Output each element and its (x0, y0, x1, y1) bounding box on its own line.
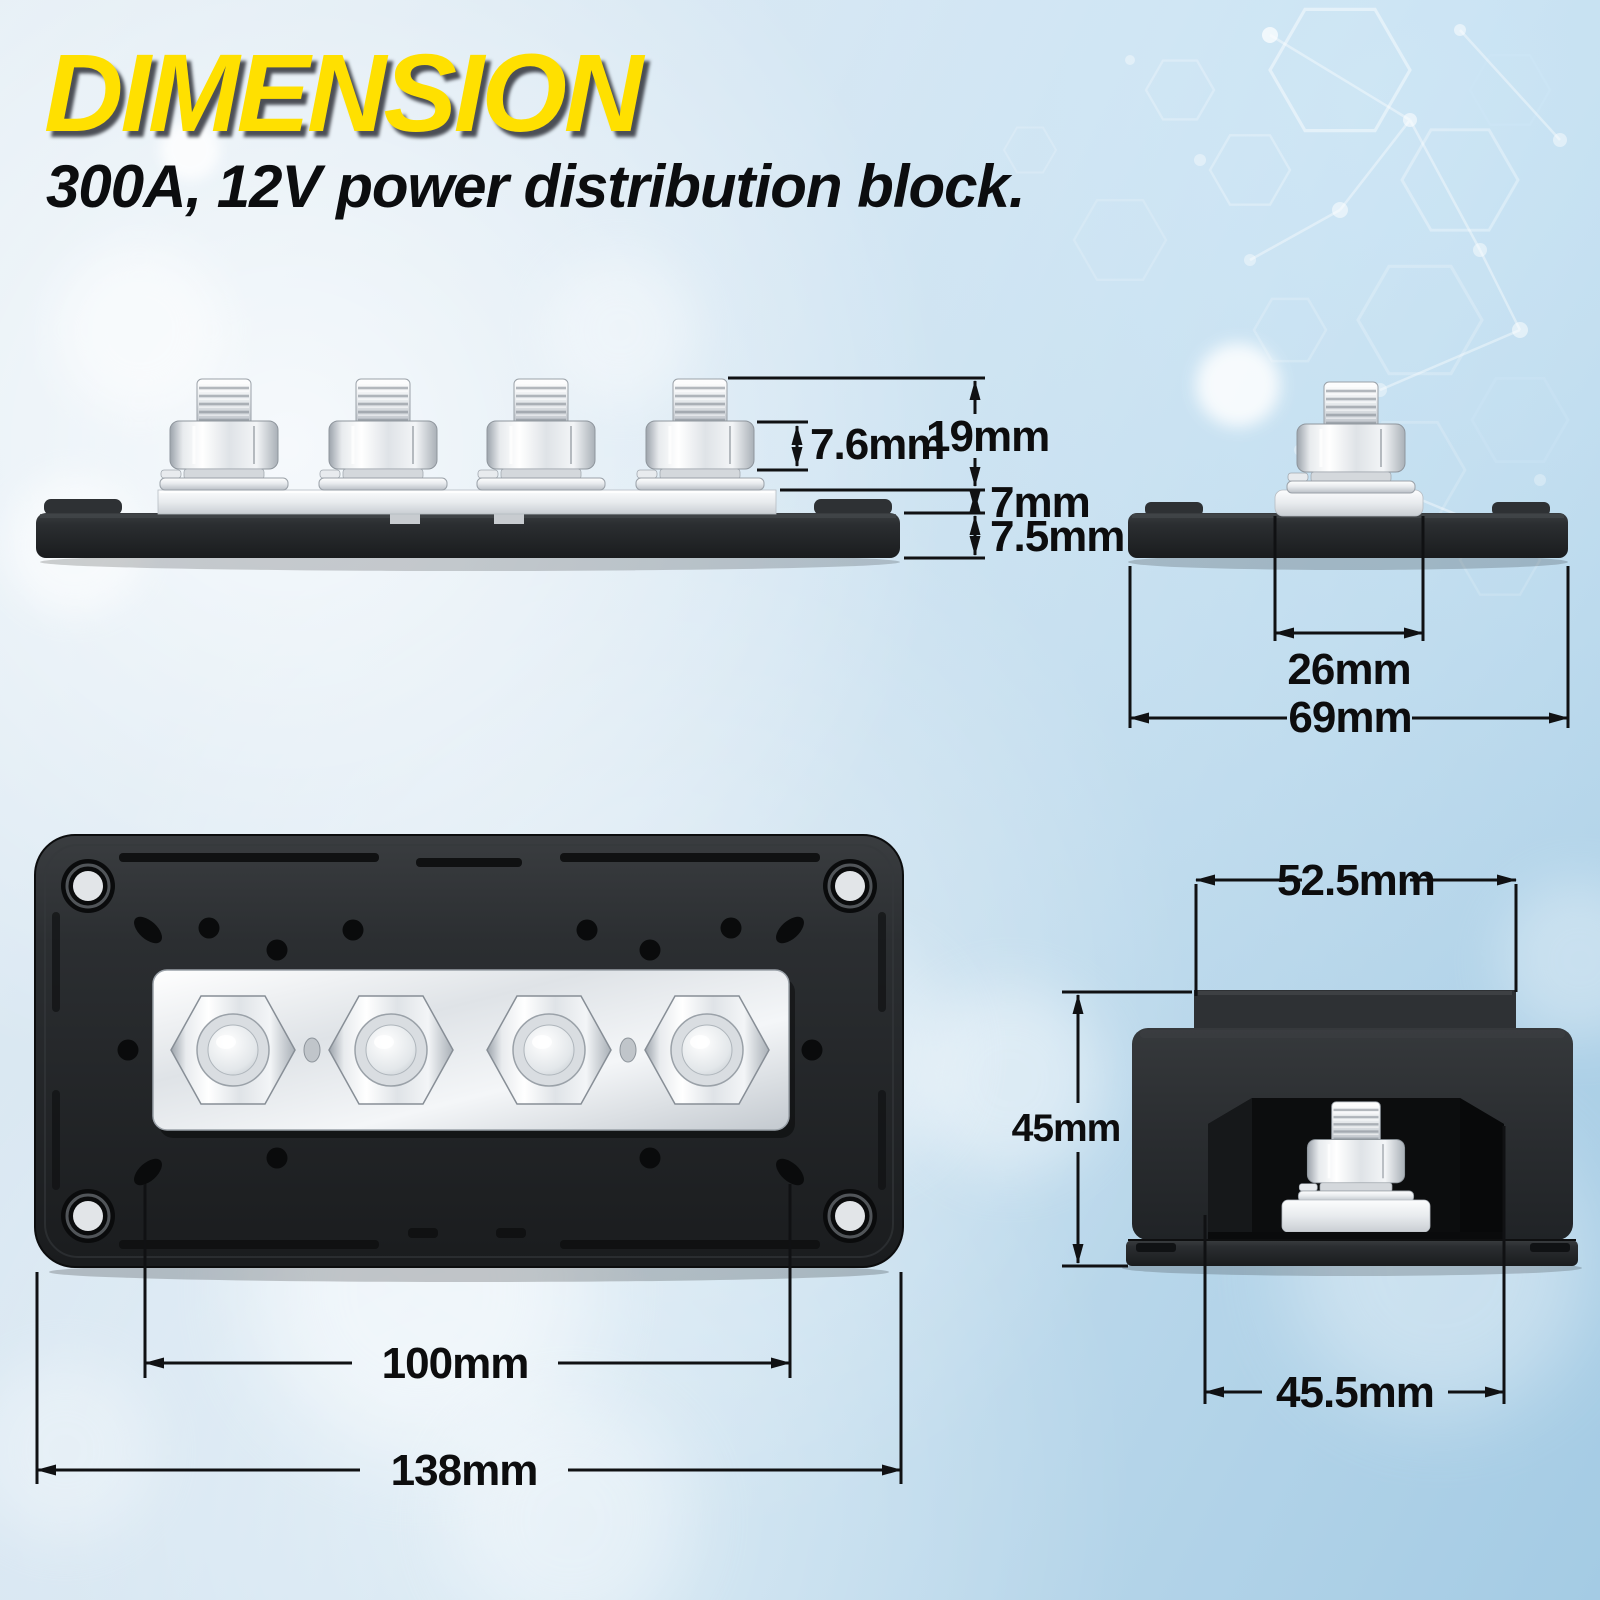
front-view-illustration (1122, 990, 1582, 1276)
end-view-dimensions: 26mm 69mm (1128, 516, 1570, 742)
dim-label-hole-spacing: 100mm (382, 1339, 529, 1388)
dim-label-overall-length: 138mm (391, 1446, 538, 1495)
page-subtitle: 300A, 12V power distribution block. (46, 153, 1026, 220)
dim-label-nut-height: 7.6mm (810, 420, 944, 469)
page-title: DIMENSION (44, 32, 643, 155)
side-view-illustration (36, 377, 900, 571)
dim-label-terminal-height: 19mm (926, 412, 1049, 461)
dim-label-cover-width: 52.5mm (1277, 856, 1435, 905)
front-view-dimensions: 52.5mm 45mm 45.5mm (1012, 856, 1518, 1417)
small-holes (117, 917, 823, 1169)
dim-label-base-width: 69mm (1288, 693, 1411, 742)
surface-grooves (52, 853, 886, 1249)
top-view-illustration (34, 834, 904, 1282)
dim-label-busbar-thickness: 7mm (990, 478, 1090, 527)
end-view-illustration (1128, 380, 1568, 570)
dim-label-overall-height: 45mm (1012, 1107, 1121, 1150)
dim-label-base-thickness: 7.5mm (990, 512, 1124, 561)
dim-label-busbar-width: 26mm (1287, 645, 1410, 694)
top-view-dimensions: 100mm 138mm (35, 1184, 903, 1495)
slotted-holes (134, 916, 804, 1186)
mounting-corner-holes (61, 859, 877, 1243)
side-view-dimensions: 7.6mm 19mm 7mm 7.5mm (728, 376, 1125, 561)
dim-label-opening-width: 45.5mm (1276, 1368, 1434, 1417)
